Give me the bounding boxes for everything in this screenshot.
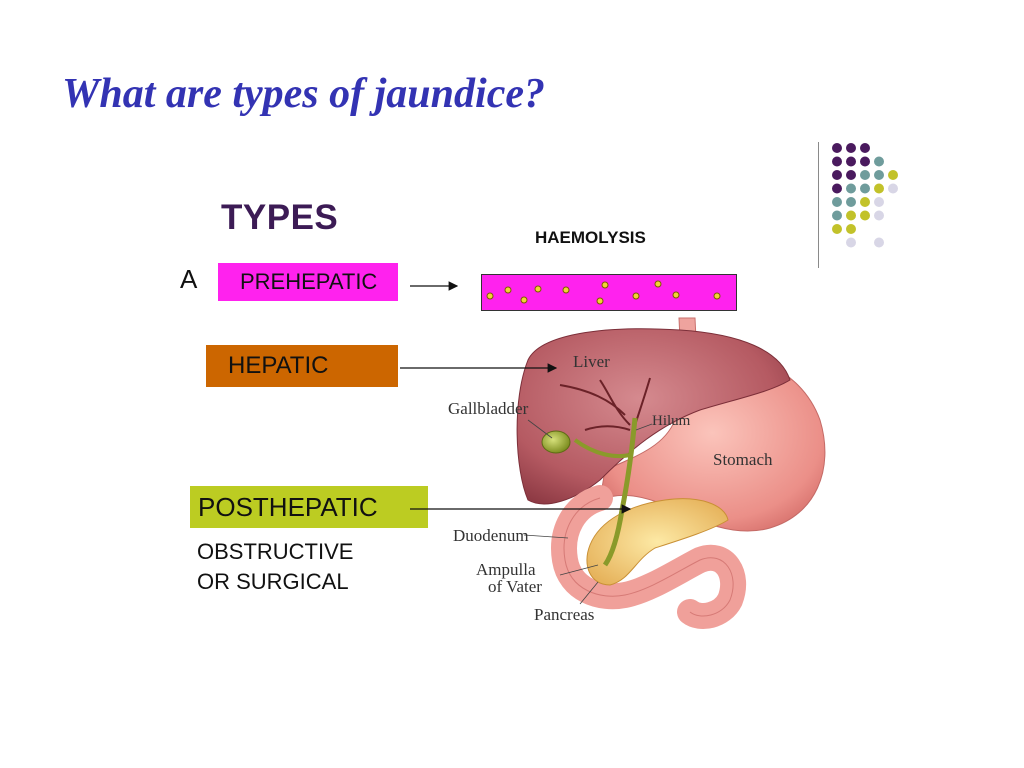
posthepatic-subtitle-line-2: OR SURGICAL xyxy=(197,569,349,594)
hepatic-box: HEPATIC xyxy=(206,345,398,387)
diagram-heading: TYPES xyxy=(221,198,339,237)
decorative-dot xyxy=(888,183,898,194)
decorative-dot xyxy=(860,156,870,167)
duodenum-label: Duodenum xyxy=(453,526,529,545)
decorative-dot xyxy=(860,197,870,207)
gallbladder-label: Gallbladder xyxy=(448,399,529,418)
ampulla-label-line-1: Ampulla xyxy=(476,560,536,579)
decorative-dot xyxy=(860,183,870,194)
decorative-dot xyxy=(874,156,884,167)
haemolysis-label: HAEMOLYSIS xyxy=(535,228,646,247)
decorative-dot xyxy=(832,197,842,207)
pancreas-label: Pancreas xyxy=(534,605,595,624)
prehepatic-label: PREHEPATIC xyxy=(240,269,378,294)
hilum-label: Hilum xyxy=(652,413,691,429)
decorative-dot xyxy=(846,183,856,194)
item-letter-a: A xyxy=(180,264,198,294)
posthepatic-box: POSTHEPATIC xyxy=(190,486,428,528)
decorative-dot xyxy=(860,170,870,180)
posthepatic-label: POSTHEPATIC xyxy=(198,491,378,522)
decorative-divider xyxy=(818,142,819,268)
prehepatic-box: PREHEPATIC xyxy=(218,263,398,301)
ampulla-label-line-2: of Vater xyxy=(488,577,542,596)
decorative-dot xyxy=(832,156,842,167)
decorative-dot xyxy=(832,224,842,234)
decorative-dot xyxy=(846,237,856,248)
decorative-dot xyxy=(888,170,898,180)
slide-title: What are types of jaundice? xyxy=(62,71,545,117)
decorative-dot xyxy=(860,210,870,221)
decorative-dot xyxy=(832,183,842,194)
decorative-dot xyxy=(874,183,884,194)
decorative-dot xyxy=(874,210,884,221)
decorative-dot xyxy=(846,143,856,153)
posthepatic-subtitle-line-1: OBSTRUCTIVE xyxy=(197,539,354,564)
decorative-dot xyxy=(846,197,856,207)
stomach-label: Stomach xyxy=(713,450,773,469)
decorative-dot xyxy=(832,170,842,180)
ampulla-of-vater-label: Ampulla of Vater xyxy=(476,561,542,595)
decorative-dot xyxy=(846,170,856,180)
decorative-dot xyxy=(874,237,884,248)
decorative-dot xyxy=(874,170,884,180)
blood-cells xyxy=(486,280,721,305)
liver-label: Liver xyxy=(573,352,610,371)
decorative-dot xyxy=(832,143,842,153)
decorative-dot xyxy=(846,156,856,167)
decorative-dot xyxy=(846,224,856,234)
decorative-dot xyxy=(860,143,870,153)
decorative-dot xyxy=(832,210,842,221)
decorative-dot xyxy=(846,210,856,221)
posthepatic-subtitle: OBSTRUCTIVE OR SURGICAL xyxy=(197,537,353,597)
haemolysis-vessel xyxy=(481,274,737,311)
hepatic-label: HEPATIC xyxy=(228,352,329,379)
decorative-dot xyxy=(874,197,884,207)
